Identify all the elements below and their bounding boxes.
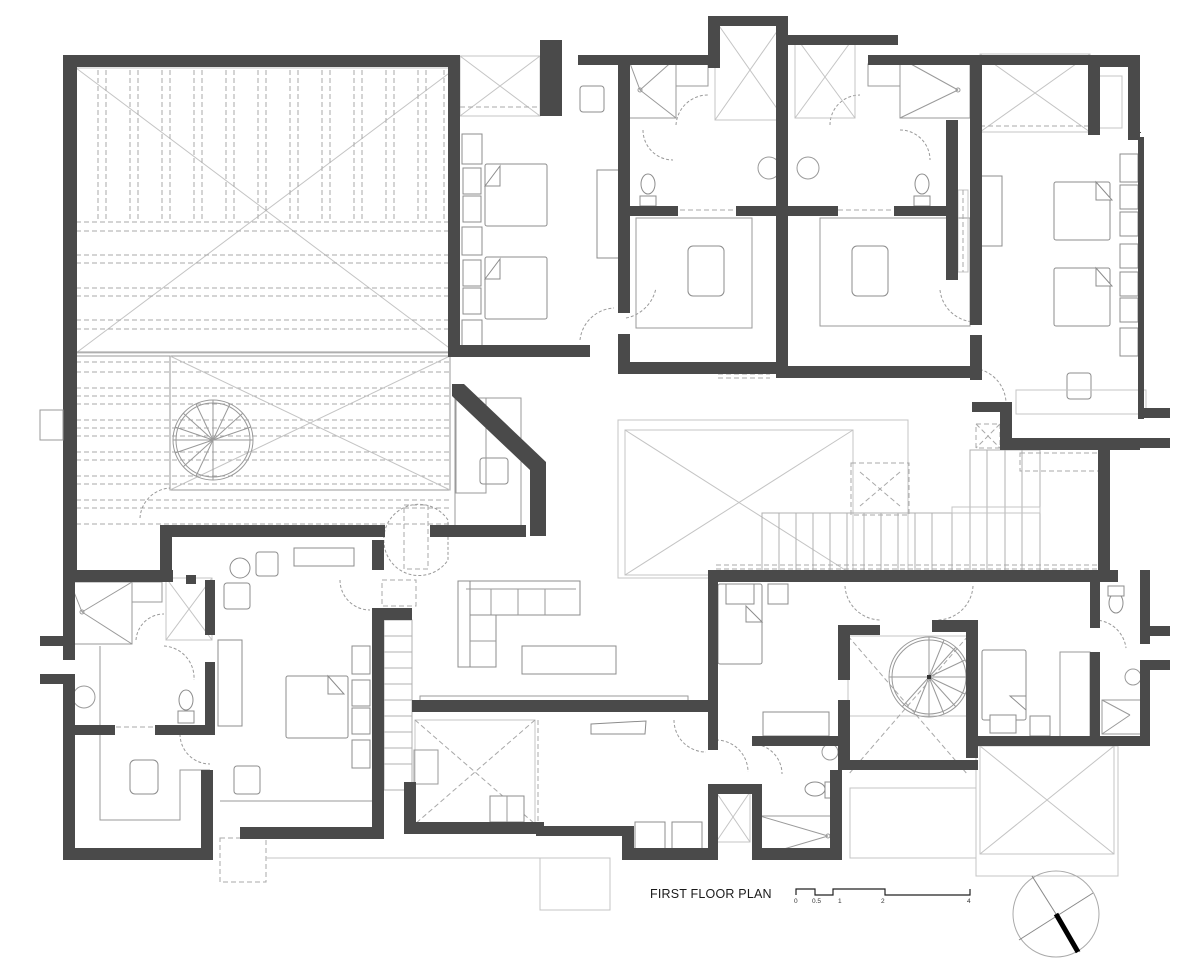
spiral-stair-hall — [844, 585, 975, 776]
living-area — [419, 419, 910, 709]
dressing-room-b — [819, 189, 975, 327]
coffee-table — [521, 645, 617, 675]
scale-tick-1: 1 — [838, 898, 842, 905]
north-arrow-icon — [1012, 870, 1100, 958]
walk-in-closet — [99, 646, 211, 821]
spiral-staircase-west — [139, 399, 254, 519]
scale-tick-2: 2 — [881, 898, 885, 905]
shower-room-east — [1093, 585, 1145, 735]
walls — [39, 16, 1170, 860]
bathroom-a — [627, 19, 786, 211]
master-bedroom-west — [217, 547, 372, 883]
bathroom-b — [794, 35, 971, 211]
scale-tick-4: 4 — [967, 898, 971, 905]
scale-tick-0-5: 0.5 — [812, 898, 822, 905]
west-staircase — [383, 619, 413, 791]
l-shaped-sofa — [457, 580, 581, 668]
void-skylight-area — [75, 67, 457, 525]
drawing-title: FIRST FLOOR PLAN — [650, 887, 772, 901]
folding-door — [381, 503, 449, 607]
bedroom-east-small — [981, 649, 1091, 739]
wc-south — [715, 743, 841, 857]
bedroom-southeast — [715, 583, 830, 773]
dressing-room-a — [625, 217, 753, 329]
scale-bar — [795, 888, 971, 896]
master-bathroom — [69, 577, 213, 728]
scale-tick-0: 0 — [794, 898, 798, 905]
twin-bedroom-east — [969, 53, 1147, 415]
twin-bedroom-north — [459, 55, 620, 349]
